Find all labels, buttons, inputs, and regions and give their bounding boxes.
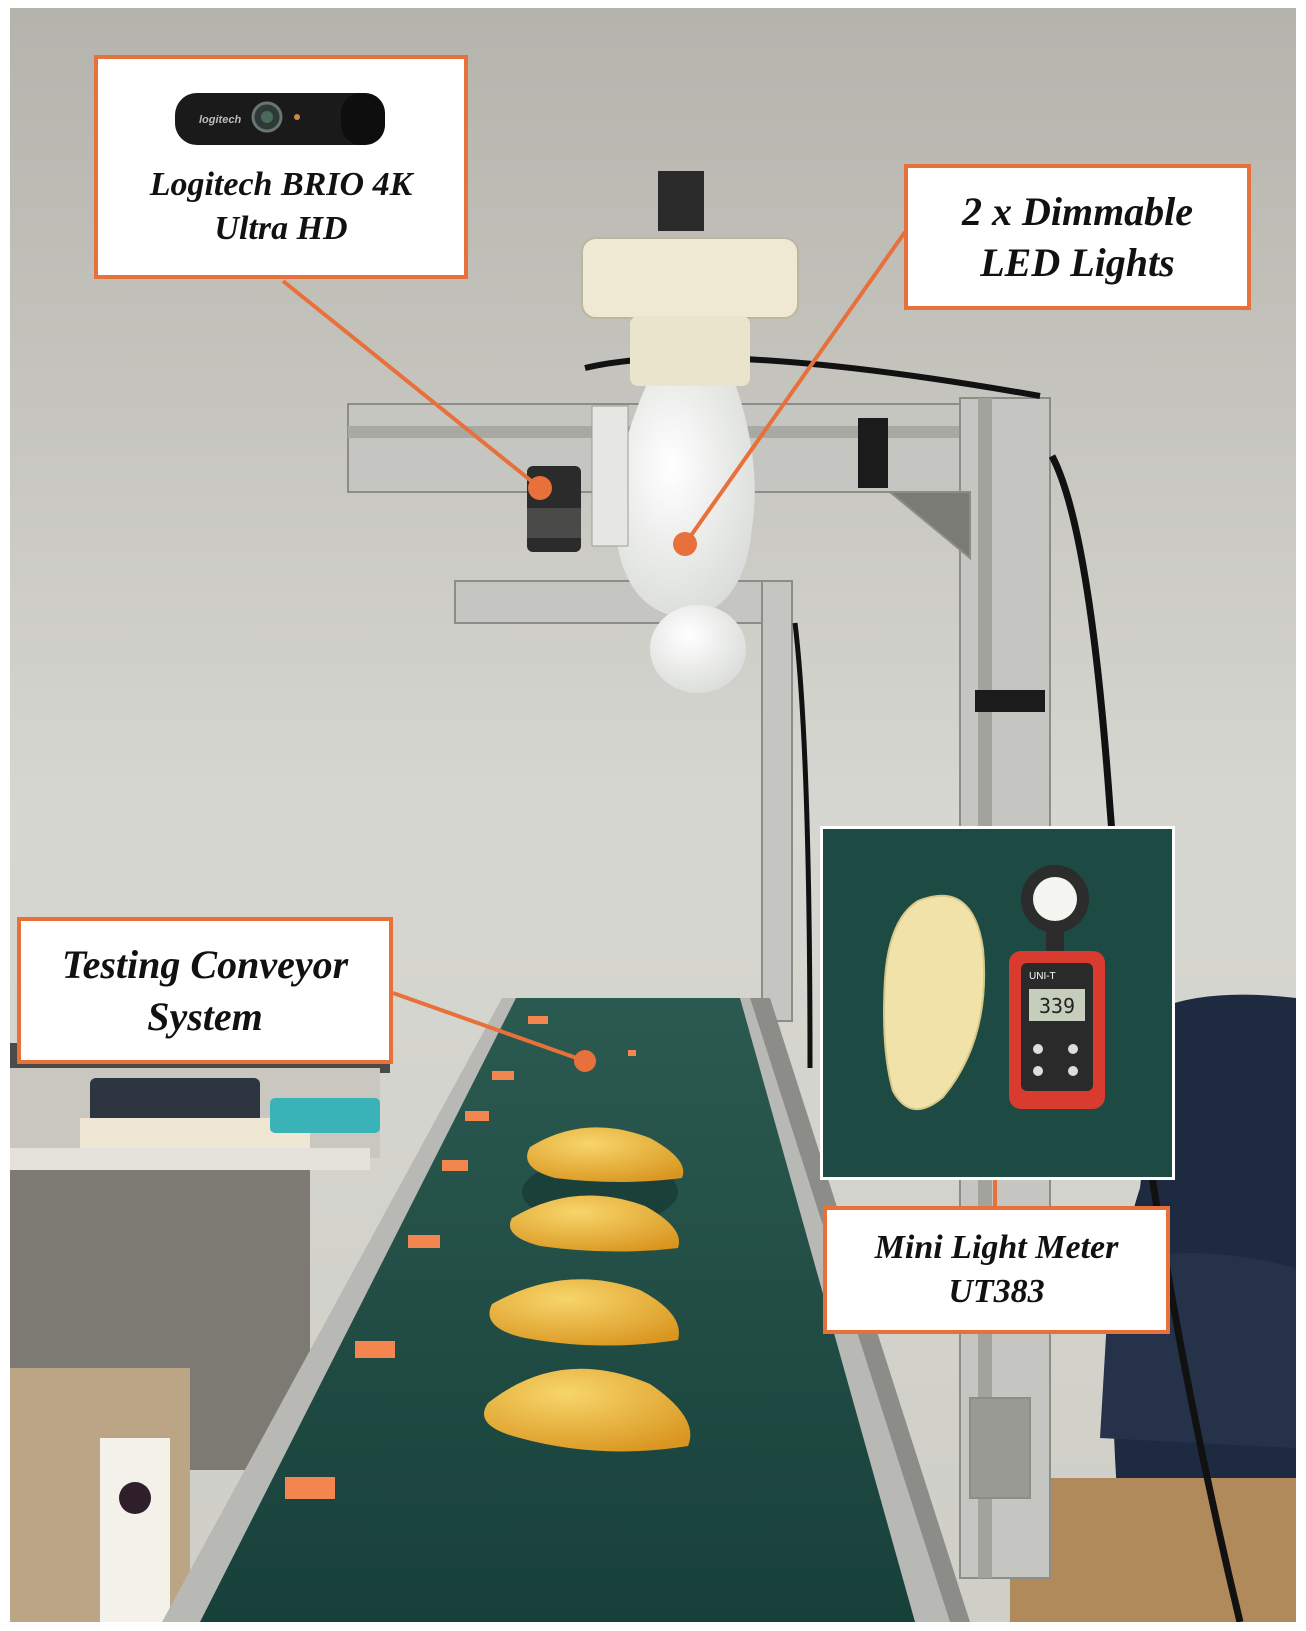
led-lights	[581, 171, 799, 693]
lights-callout: 2 x Dimmable LED Lights	[904, 164, 1251, 310]
conveyor-callout: Testing Conveyor System	[17, 917, 393, 1064]
webcam-logo-text: logitech	[199, 114, 241, 126]
aluminium-frame	[347, 397, 1051, 1579]
sensor-cable	[792, 622, 813, 1069]
lights-label: 2 x Dimmable LED Lights	[961, 188, 1194, 285]
meter-label: Mini Light Meter UT383	[874, 1229, 1119, 1310]
meter-callout: Mini Light Meter UT383	[823, 1206, 1170, 1334]
meter-brand: UNI-T	[1029, 971, 1056, 982]
conveyor-label: Testing Conveyor System	[61, 942, 349, 1039]
meter-reading: 339	[1039, 994, 1075, 1018]
light-meter: UNI-T 339	[1009, 865, 1105, 1109]
camera-callout: logitech Logitech BRIO 4K Ultra HD	[94, 55, 468, 279]
camera-label: Logitech BRIO 4K Ultra HD	[149, 166, 413, 247]
inset-mango	[883, 894, 986, 1111]
lamp-cable	[584, 354, 1041, 399]
mangoes	[484, 1127, 691, 1452]
light-meter-inset: UNI-T 339	[820, 826, 1175, 1180]
inset-svg: UNI-T 339	[823, 829, 1172, 1177]
webcam-icon: logitech	[175, 93, 385, 145]
